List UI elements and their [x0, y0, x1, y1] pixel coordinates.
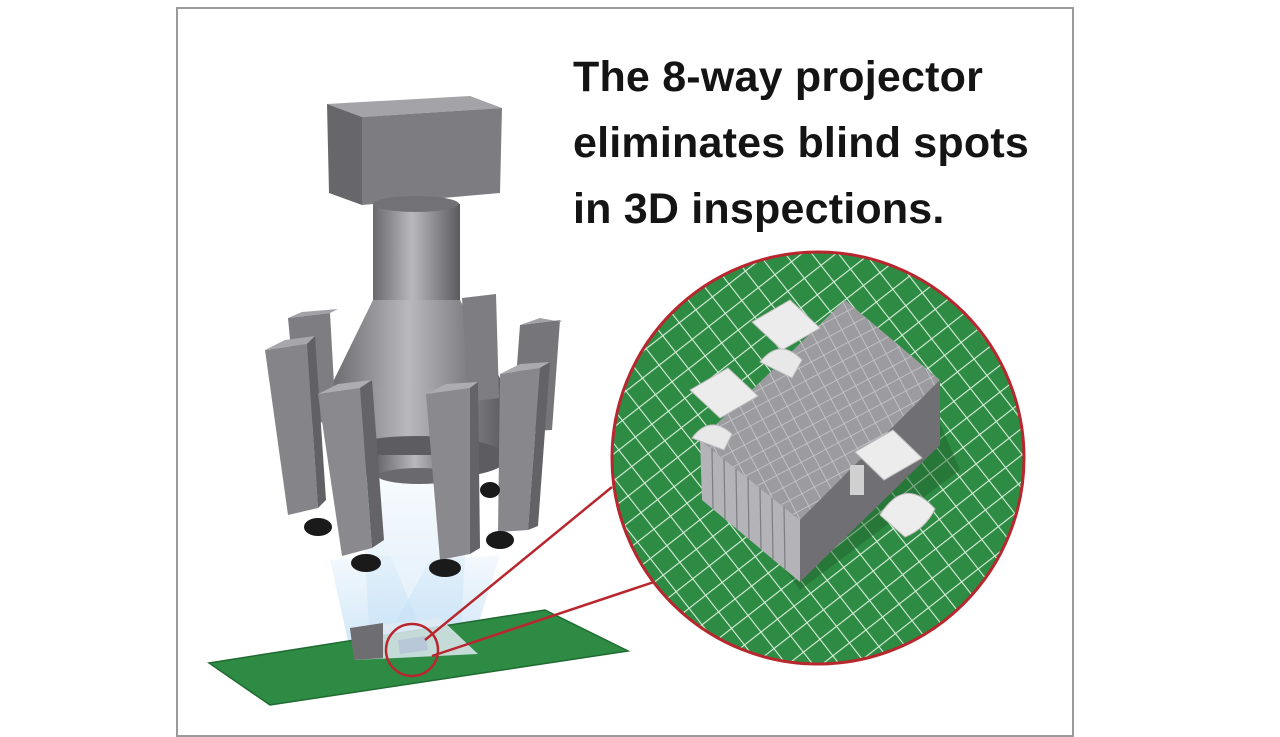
illustration — [207, 96, 1026, 706]
magnified-component-icon — [610, 250, 1026, 666]
headline-line-2: eliminates blind spots — [573, 119, 1029, 167]
callout-lines — [384, 486, 661, 678]
eight-way-projector-icon — [265, 96, 562, 577]
headline-line-1: The 8-way projector — [573, 53, 984, 101]
headline: The 8-way projector eliminates blind spo… — [573, 44, 1029, 242]
headline-line-3: in 3D inspections. — [573, 185, 945, 233]
circuit-board-icon — [207, 609, 631, 706]
